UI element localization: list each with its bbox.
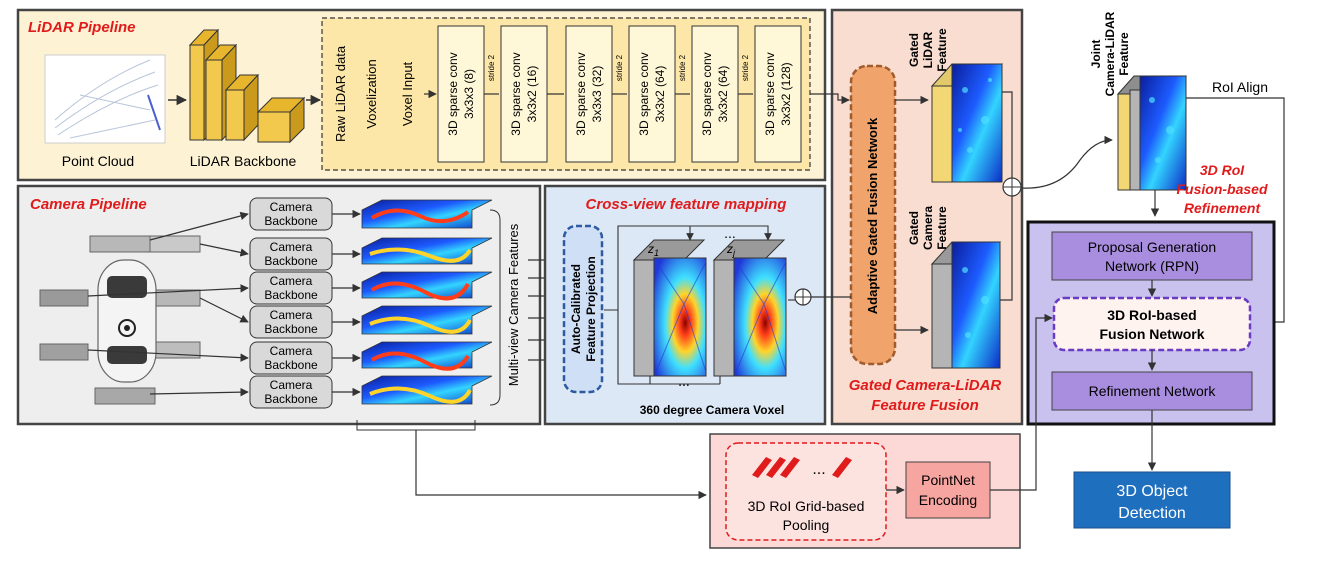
gated-lidar-feature-cube [930,63,1004,183]
conv-1-line1: 3D sparse conv [446,52,460,135]
point-cloud-label: Point Cloud [62,153,134,169]
rpn-line2: Network (RPN) [1105,258,1199,274]
pointnet-box [905,461,991,519]
gated-camera-line1: Gated [907,211,921,245]
raw-lidar-label: Raw LiDAR data [333,45,348,142]
refinement-network-label: Refinement Network [1089,383,1217,399]
conv-3-line1: 3D sparse conv [574,52,588,135]
multiview-feature-maps [361,199,493,405]
crossview-panel: Cross-view feature mapping Auto-Calibrat… [543,184,827,426]
roi-grid-bars [752,457,852,478]
camera-backbone-4-line2: Backbone [264,322,318,336]
joint-label-line3: Feature [1117,32,1131,76]
camera-voxel-slice-j [712,239,787,377]
fusion-title-line1: Gated Camera-LiDAR [849,377,1002,394]
conv-2-line2: 3x3x2 (16) [525,66,539,123]
camera-backbone-5-line2: Backbone [264,358,318,372]
adaptive-gated-fusion-network [849,64,897,366]
output-box-group: 3D Object Detection [1073,410,1231,529]
object-detection-box [1073,471,1231,529]
stride-label-2: stride 2 [615,54,624,81]
crossview-title: Cross-view feature mapping [586,196,787,213]
lidar-backbone-blocks [188,28,306,144]
voxel-dots-top: ... [724,225,736,241]
gated-lidar-line2: LiDAR [921,31,935,68]
sparse-conv-blocks: 3D sparse conv 3x3x3 (8) 3D sparse conv … [437,25,802,163]
refinement-network-box [1051,371,1253,411]
feature-projection-box [562,224,604,394]
gated-camera-line2: Camera [921,206,935,250]
roi-fusion-line1: 3D RoI-based [1107,307,1196,323]
roi-align-label: RoI Align [1212,79,1268,95]
conv-4-line2: 3x3x2 (64) [653,66,667,123]
projection-line2: Feature Projection [584,256,598,361]
gated-camera-line3: Feature [935,206,949,250]
projection-line1: Auto-Calibrated [569,264,583,354]
camera-backbone-1-line2: Backbone [264,214,318,228]
conv-6-line2: 3x3x2 (128) [779,62,793,125]
camera-backbone-2-line2: Backbone [264,254,318,268]
conv-6-line1: 3D sparse conv [763,52,777,135]
refine-title-line1: 3D RoI [1200,162,1245,178]
multiview-features-label: Multi-view Camera Features [506,223,521,386]
z1-label: z1 [647,242,659,258]
camera-voxel-label: 360 degree Camera Voxel [640,403,785,417]
camera-pipeline-title: Camera Pipeline [30,196,147,213]
gated-lidar-line3: Feature [935,28,949,72]
stride-label-3: stride 2 [678,54,687,81]
fusion-title-line2: Feature Fusion [871,397,979,414]
camera-backbone-4-line1: Camera [270,308,313,322]
refine-title-line2: Fusion-based [1176,181,1267,197]
camera-backbone-1-line1: Camera [270,200,313,214]
voxel-dots-bottom: ... [678,373,690,389]
pooling-panel: ... 3D RoI Grid-based Pooling PointNet E… [415,313,1053,549]
conv-4-line1: 3D sparse conv [637,52,651,135]
point-cloud-image [44,54,166,144]
refinement-panel: Proposal Generation Network (RPN) 3D RoI… [1026,220,1276,426]
rpn-line1: Proposal Generation [1088,239,1216,255]
conv-2-line1: 3D sparse conv [509,52,523,135]
conv-1-line2: 3x3x3 (8) [462,69,476,119]
roi-fusion-network-box [1052,296,1252,352]
pointnet-line1: PointNet [921,472,975,488]
gated-fusion-panel: Adaptive Gated Fusion Network Gated LiDA… [810,8,1024,426]
lidar-pipeline-title: LiDAR Pipeline [28,19,136,36]
conv-5-line2: 3x3x2 (64) [716,66,730,123]
camera-backbone-2-line1: Camera [270,240,313,254]
camera-backbone-5-line1: Camera [270,344,313,358]
zj-label: zj [726,242,736,258]
output-line1: 3D Object [1116,483,1188,500]
camera-backbone-3-line2: Backbone [264,288,318,302]
joint-feature-cube [1116,75,1188,191]
pointnet-line2: Encoding [919,492,977,508]
lidar-backbone-label: LiDAR Backbone [190,153,297,169]
grid-pooling-line2: Pooling [783,517,830,533]
gated-camera-feature-cube [930,241,1002,369]
grid-dots: ... [812,461,825,478]
joint-label-line1: Joint [1089,40,1103,69]
conv-3-line2: 3x3x3 (32) [590,66,604,123]
voxelization-label: Voxelization [364,59,379,128]
grid-pooling-line1: 3D RoI Grid-based [748,498,865,514]
output-line2: Detection [1118,505,1186,522]
gated-lidar-line1: Gated [907,33,921,67]
camera-backbones: Camera Backbone Camera Backbone Camera B… [249,197,333,409]
camera-voxel-slice-1 [632,239,707,377]
stride-label-4: stride 2 [741,54,750,81]
refine-title-line3: Refinement [1184,200,1262,216]
voxel-input-label: Voxel Input [400,61,415,126]
conv-5-line1: 3D sparse conv [700,52,714,135]
camera-backbone-6-line2: Backbone [264,392,318,406]
roi-fusion-line2: Fusion Network [1099,326,1204,342]
camera-backbone-6-line1: Camera [270,378,313,392]
agfn-label: Adaptive Gated Fusion Network [865,117,880,314]
camera-pipeline-panel: Camera Pipeline Camera Backbone Camera [16,184,563,431]
joint-label-line2: Camera-LiDAR [1103,11,1117,96]
lidar-pipeline-panel: LiDAR Pipeline Point Cloud [16,8,827,182]
camera-backbone-3-line1: Camera [270,274,313,288]
stride-label-1: stride 2 [487,54,496,81]
